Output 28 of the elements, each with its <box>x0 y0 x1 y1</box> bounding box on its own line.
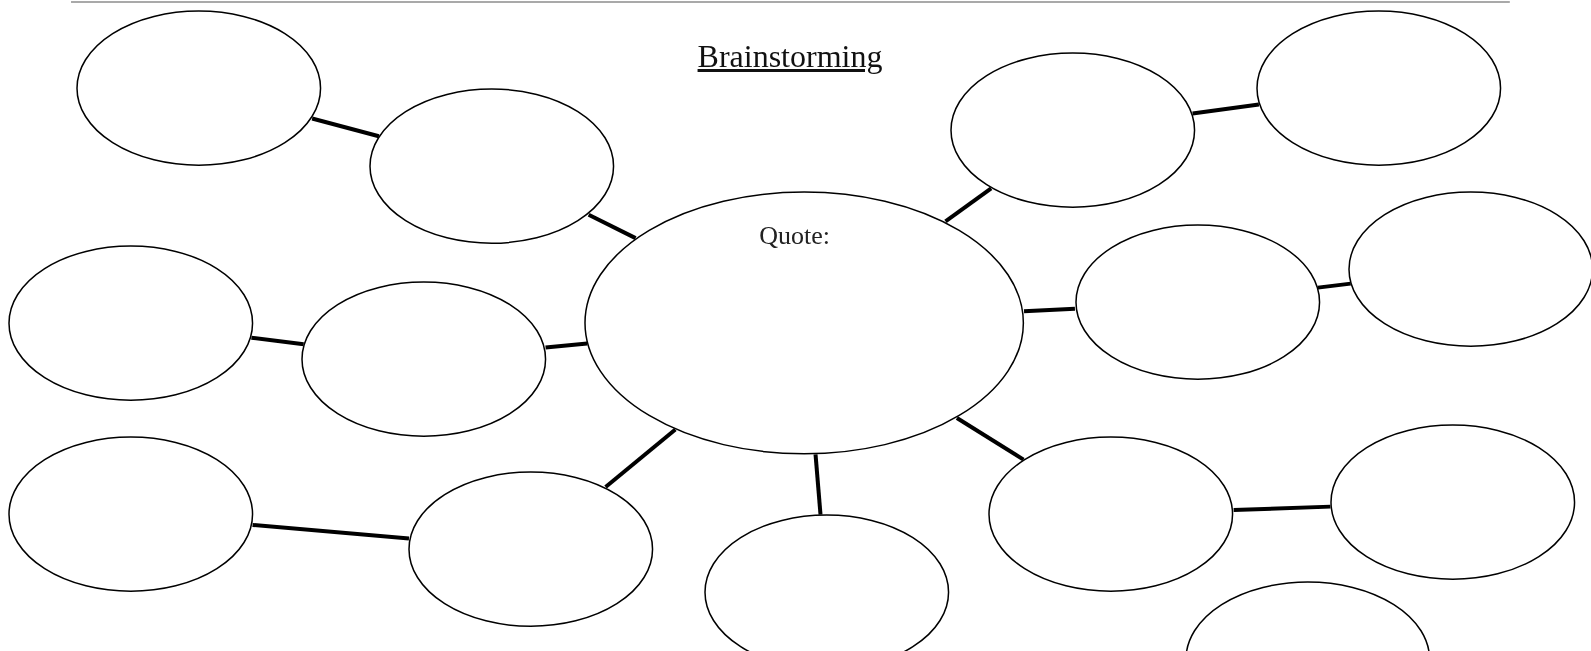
connector-line <box>1233 504 1331 513</box>
oval-bubble <box>8 436 254 593</box>
oval-bubble <box>369 88 615 245</box>
connector-line <box>955 416 1025 462</box>
connector-line <box>813 454 823 515</box>
connector-line <box>545 341 588 350</box>
connector-line <box>311 116 380 139</box>
connector-line <box>587 212 637 240</box>
oval-bubble <box>76 10 322 167</box>
oval-bubble <box>704 514 950 651</box>
connector-line <box>604 427 677 489</box>
connector-line <box>1317 281 1351 290</box>
oval-bubble <box>988 436 1234 593</box>
oval-bubble <box>1256 10 1502 167</box>
oval-bubble <box>584 190 1025 455</box>
connector-line <box>251 335 304 347</box>
oval-bubble <box>407 470 654 628</box>
oval-bubble <box>8 244 254 401</box>
connector-line <box>944 186 993 223</box>
title: Brainstorming <box>696 38 884 75</box>
oval-bubble <box>301 281 547 438</box>
node-text: Quote: <box>758 220 831 251</box>
connector-line <box>1023 306 1076 314</box>
oval-bubble <box>1348 190 1591 347</box>
connector-line <box>1192 102 1260 116</box>
oval-bubble <box>1074 224 1321 381</box>
connector-line <box>252 522 410 541</box>
oval-bubble <box>949 51 1196 208</box>
